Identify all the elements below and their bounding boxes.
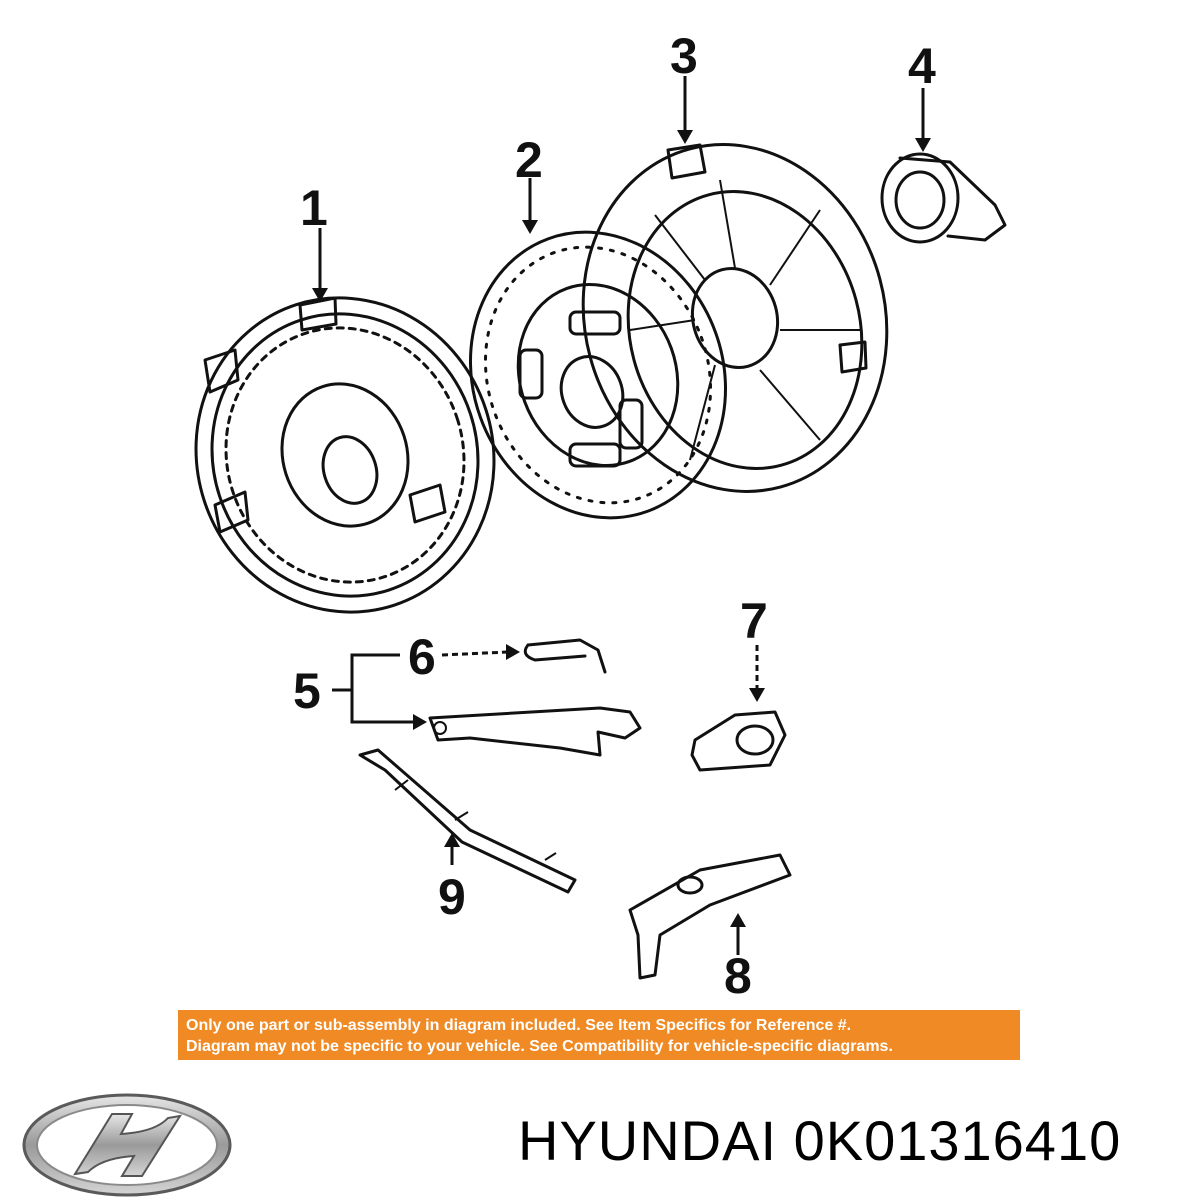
callout-1: 1 [300, 180, 328, 236]
callout-7: 7 [740, 593, 768, 649]
notice-line-2: Diagram may not be specific to your vehi… [186, 1038, 893, 1055]
leader-arrows [312, 76, 931, 955]
callout-9: 9 [438, 869, 466, 925]
hyundai-logo-icon [22, 1093, 232, 1197]
part-1-flywheel [194, 296, 496, 614]
part-7-boot [690, 710, 787, 772]
diagram-notice-banner: Only one part or sub-assembly in diagram… [178, 1010, 1020, 1060]
notice-line-1: Only one part or sub-assembly in diagram… [186, 1017, 852, 1034]
callout-4: 4 [908, 38, 936, 94]
part-6-clip [523, 638, 607, 674]
part-8-slave-cylinder [628, 853, 792, 980]
clutch-parts-diagram: 1 2 3 4 5 6 7 8 9 [194, 28, 1007, 1000]
part-2-clutch-disc [468, 230, 728, 520]
callout-2: 2 [515, 132, 543, 188]
part-3-pressure-plate [581, 143, 889, 493]
part-9-hose [358, 748, 577, 894]
part-4-release-bearing [880, 152, 1007, 244]
callout-3: 3 [670, 28, 698, 84]
callout-5: 5 [293, 663, 321, 719]
callout-8: 8 [724, 948, 752, 1000]
part-5-release-fork [428, 706, 642, 757]
callout-6: 6 [408, 629, 436, 685]
product-caption: HYUNDAI 0K01316410 [518, 1109, 1122, 1172]
